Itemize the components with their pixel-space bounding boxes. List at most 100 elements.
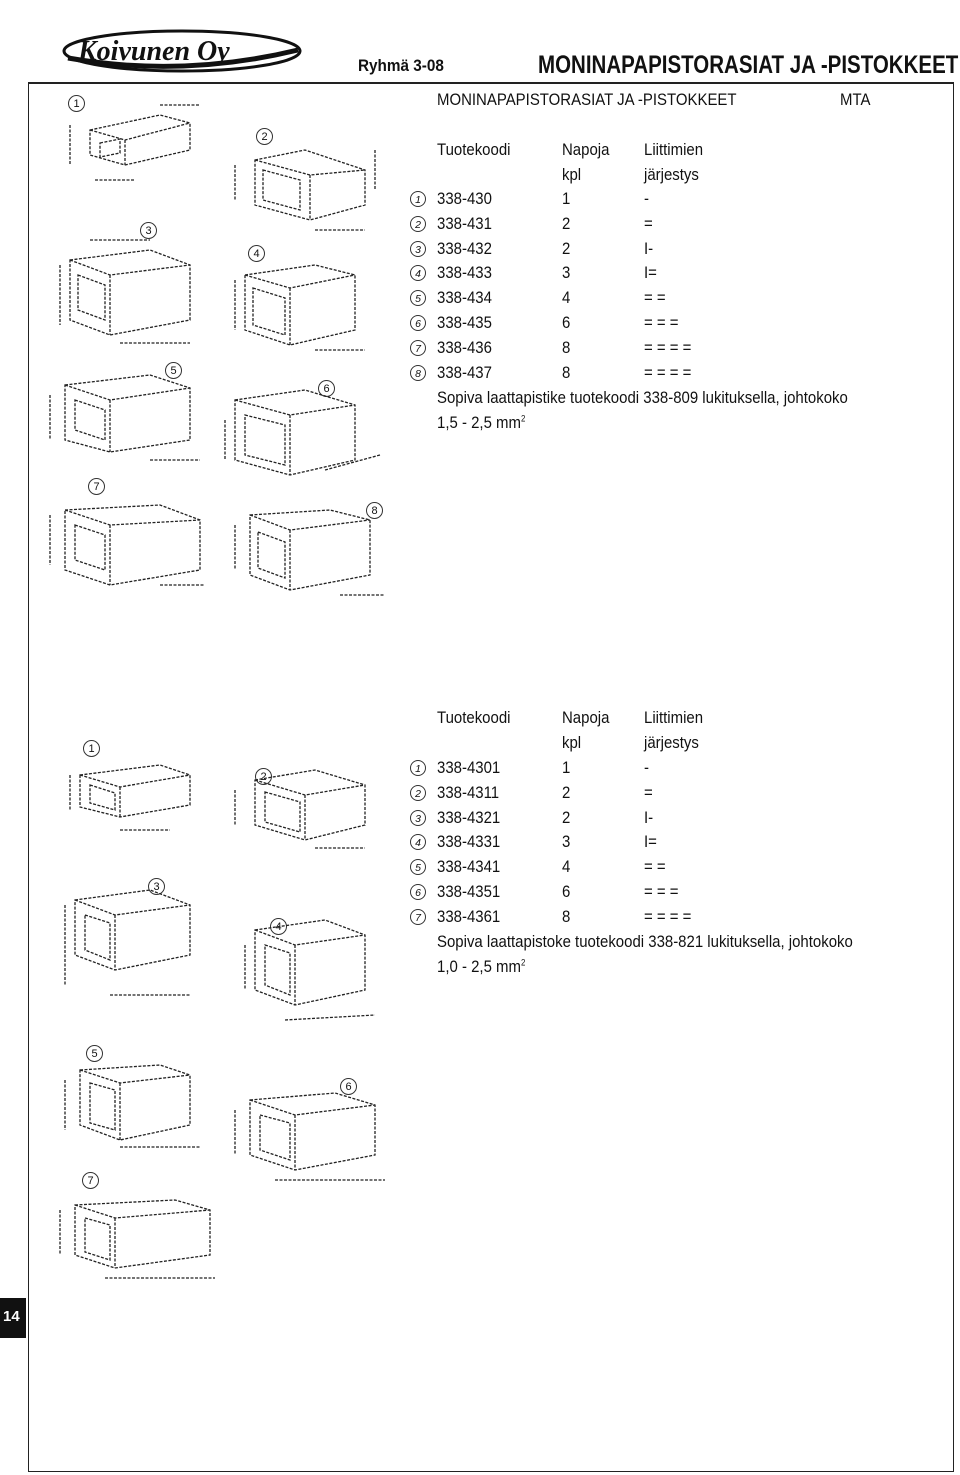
figure-label-b6: 6	[340, 1078, 357, 1095]
row-number-badge: 3	[410, 240, 426, 257]
cell-code: 338-4321	[437, 807, 501, 827]
row-number-badge: 4	[410, 265, 426, 282]
figure-label-6: 6	[318, 380, 335, 397]
content-frame	[28, 82, 954, 1472]
row-number-badge: 4	[410, 834, 426, 851]
row-number-badge: 7	[410, 908, 426, 925]
cell-order: =	[644, 782, 653, 802]
plug-drawing-5	[64, 1064, 200, 1148]
plug-drawing-7	[59, 1199, 215, 1279]
connector-drawing-2	[234, 149, 376, 231]
plug-drawing-3	[64, 889, 191, 996]
cell-order: -	[644, 758, 649, 777]
cell-order: = = = =	[644, 337, 692, 357]
cell-order: I=	[644, 832, 657, 852]
row-number-badge: 6	[410, 315, 426, 331]
col-header-order-2: Liittimien	[644, 708, 704, 727]
figure-label-b1: 1	[83, 740, 100, 757]
cell-order: -	[644, 189, 649, 208]
connector-drawing-7	[49, 504, 205, 586]
figure-label-b2: 2	[255, 768, 272, 785]
figure-label-4: 4	[248, 245, 265, 262]
cell-pins: 6	[562, 313, 571, 332]
cell-pins: 8	[562, 362, 571, 382]
row-number-badge: 2	[410, 784, 426, 801]
cell-pins: 4	[562, 857, 571, 877]
connector-drawing-6	[224, 389, 381, 476]
cell-order: = = =	[644, 313, 679, 332]
figure-label-b7: 7	[82, 1172, 99, 1189]
cell-pins: 3	[562, 832, 571, 852]
cell-pins: 3	[562, 263, 571, 283]
cell-code: 338-4351	[437, 882, 501, 901]
row-number-badge: 2	[410, 215, 426, 232]
cell-order: = = =	[644, 882, 679, 901]
company-logo: Koivunen Oy	[62, 29, 302, 73]
figure-label-b3: 3	[148, 878, 165, 895]
connector-drawing-5	[49, 374, 200, 461]
cell-order: =	[644, 213, 653, 233]
col-header-pins-unit: kpl	[562, 165, 582, 184]
note-size-sup: 2	[520, 413, 526, 424]
col-header-code: Tuotekoodi	[437, 140, 511, 159]
figure-label-1: 1	[68, 95, 85, 112]
figure-label-b5: 5	[86, 1045, 103, 1062]
cell-code: 338-436	[437, 337, 492, 357]
cell-code: 338-4331	[437, 832, 501, 852]
cell-pins: 1	[562, 189, 571, 208]
section1-brand: MTA	[840, 90, 871, 109]
row-number-badge: 7	[410, 339, 426, 356]
cell-order: = =	[644, 857, 666, 877]
connector-drawing-4	[234, 264, 365, 351]
cell-order: I=	[644, 263, 657, 283]
cell-code: 338-433	[437, 263, 492, 283]
group-label: Ryhmä 3-08	[358, 56, 444, 75]
cell-pins: 4	[562, 288, 571, 308]
plug-drawing-6	[234, 1092, 385, 1181]
col-header-pins-unit-2: kpl	[562, 733, 582, 752]
note-size-text-2: 1,0 - 2,5 mm	[437, 957, 521, 976]
cell-order: = = = =	[644, 362, 692, 382]
section2-note-size: 1,0 - 2,5 mm2	[437, 957, 525, 977]
row-number-badge: 8	[410, 364, 426, 381]
cell-order: I-	[644, 238, 654, 258]
col-header-pins-2: Napoja	[562, 708, 610, 727]
row-number-badge: 1	[410, 191, 426, 207]
page-number: 14	[3, 1308, 20, 1325]
figure-label-8: 8	[366, 502, 383, 519]
page-number-tab: 14	[0, 1298, 26, 1338]
cell-code: 338-432	[437, 238, 492, 258]
cell-order: = =	[644, 288, 666, 308]
page-title: MONINAPAPISTORASIAT JA -PISTOKKEET	[538, 51, 959, 79]
connector-drawing-1	[69, 104, 200, 181]
row-number-badge: 5	[410, 859, 426, 876]
svg-text:Koivunen Oy: Koivunen Oy	[77, 36, 230, 67]
row-number-badge: 5	[410, 290, 426, 307]
figure-label-2: 2	[256, 128, 273, 145]
page-header: Koivunen Oy Ryhmä 3-08 MONINAPAPISTORASI…	[28, 18, 958, 84]
cell-pins: 2	[562, 238, 571, 258]
col-header-order2: järjestys	[644, 165, 699, 184]
cell-code: 338-431	[437, 213, 492, 233]
cell-code: 338-430	[437, 189, 492, 208]
col-header-order: Liittimien	[644, 140, 704, 159]
figure-label-3: 3	[140, 222, 157, 239]
cell-order: = = = =	[644, 906, 692, 926]
row-number-badge: 6	[410, 884, 426, 900]
cell-pins: 2	[562, 782, 571, 802]
note-size-sup-2: 2	[520, 957, 526, 968]
plug-drawing-2	[234, 769, 366, 849]
col-header-order2-2: järjestys	[644, 733, 699, 752]
cell-order: I-	[644, 807, 654, 827]
col-header-code-2: Tuotekoodi	[437, 708, 511, 727]
connector-drawing-8	[234, 509, 385, 596]
connector-drawing-3	[59, 239, 191, 344]
section1-title: MONINAPAPISTORASIAT JA -PISTOKKEET	[437, 90, 737, 109]
cell-pins: 6	[562, 882, 571, 901]
cell-code: 338-434	[437, 288, 492, 308]
cell-code: 338-4311	[437, 782, 500, 802]
cell-code: 338-4361	[437, 906, 501, 926]
plug-drawing-4	[244, 919, 376, 1021]
cell-pins: 2	[562, 213, 571, 233]
row-number-badge: 3	[410, 809, 426, 826]
